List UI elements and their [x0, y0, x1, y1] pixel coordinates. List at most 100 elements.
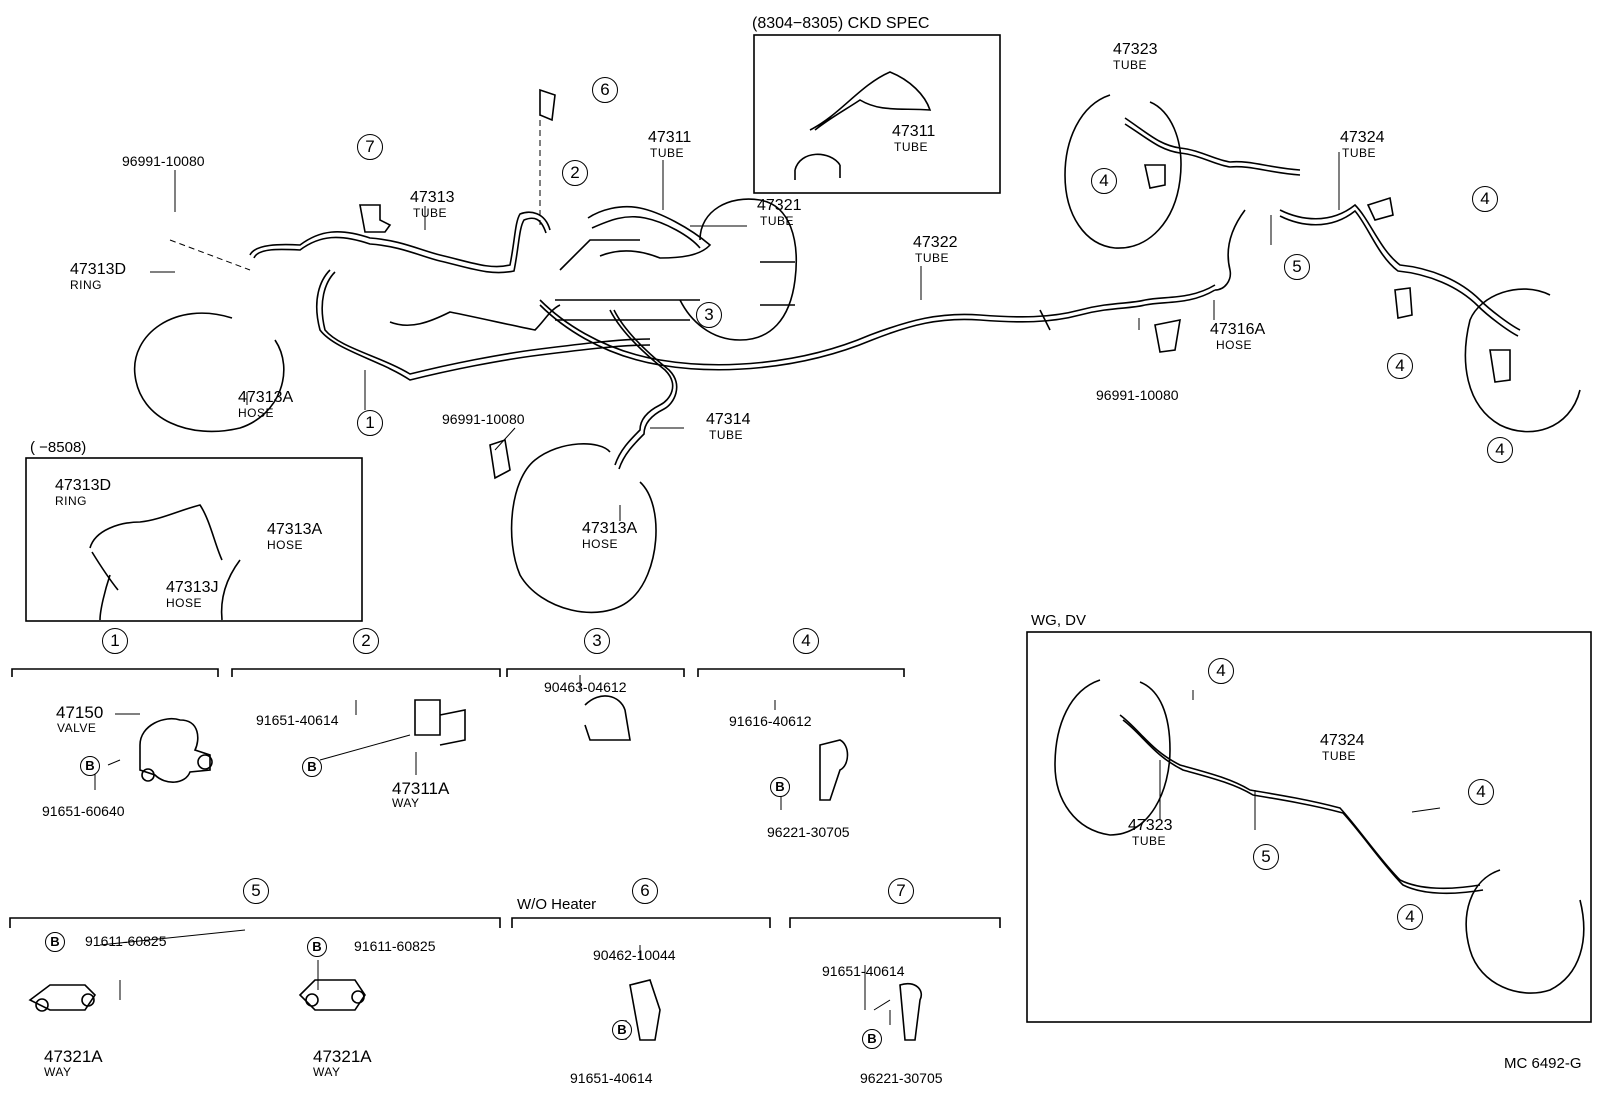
section-7-bracket [789, 917, 1001, 928]
section-5-ref: 5 [243, 878, 269, 904]
wg-dv-label: WG, DV [1031, 612, 1086, 629]
ref-7-top: 7 [357, 134, 383, 160]
section-4-ref: 4 [793, 628, 819, 654]
label-47311-ckd: 47311 [892, 123, 936, 140]
label-96991-center: 96991-10080 [442, 411, 525, 427]
label-91651-40614-s6: 91651-40614 [570, 1070, 653, 1086]
label-91651-60640: 91651-60640 [42, 803, 125, 819]
label-47313A-box: 47313A [267, 521, 323, 538]
ref-2-top: 2 [562, 160, 588, 186]
section-1-bracket [11, 668, 219, 677]
label-90463-04612: 90463-04612 [544, 679, 627, 695]
section-6-ref: 6 [632, 878, 658, 904]
label-47324-top: 47324 [1340, 129, 1385, 146]
center-drum [510, 443, 657, 614]
section-2-ref: 2 [353, 628, 379, 654]
bolt-b-6: B [612, 1020, 632, 1040]
label-47313A-left: 47313A [238, 389, 294, 406]
label-47150: 47150 [56, 703, 104, 722]
diagram-code: MC 6492-G [1504, 1055, 1582, 1072]
booster [679, 198, 798, 341]
label-47323-wgdv: 47323 [1128, 817, 1173, 834]
label-47321-tube: TUBE [760, 214, 795, 228]
label-47311-tube: TUBE [650, 146, 685, 160]
label-47316A-hose: HOSE [1216, 338, 1253, 352]
label-91651-40614-s2: 91651-40614 [256, 712, 339, 728]
label-47313D-box: 47313D [55, 477, 112, 494]
label-47313D: 47313D [70, 261, 127, 278]
label-96221-30705-s7: 96221-30705 [860, 1070, 943, 1086]
ref-3-top: 3 [696, 302, 722, 328]
label-91616-40612: 91616-40612 [729, 713, 812, 729]
section-3-bracket [506, 668, 685, 677]
bolt-b-1: B [80, 756, 100, 776]
label-47321A-a: 47321A [44, 1047, 103, 1066]
tube-47323 [1124, 117, 1301, 171]
ref-4-bottom: 4 [1487, 437, 1513, 463]
ref-1-top: 1 [357, 410, 383, 436]
early-model-frame [25, 457, 363, 622]
tube-47324 [1279, 203, 1521, 331]
label-47313D-ring: RING [70, 278, 102, 292]
valve-to-cyl [389, 304, 561, 331]
hose-47316A [1214, 209, 1246, 291]
tube-47313 [249, 211, 551, 268]
label-47314: 47314 [706, 411, 751, 428]
left-loop-tube [316, 269, 651, 381]
clamp-96221 [819, 739, 849, 801]
label-47323-wgdv-tube: TUBE [1132, 834, 1167, 848]
ref-4-wgdv-bottom: 4 [1397, 904, 1423, 930]
tube-47314 [609, 309, 674, 466]
label-91611-60825-b: 91611-60825 [354, 938, 436, 954]
label-47321A-a-way: WAY [44, 1065, 72, 1079]
ckd-spec-label: (8304−8305) CKD SPEC [752, 15, 930, 32]
ref-4-left-drum: 4 [1091, 168, 1117, 194]
label-91611-60825-a: 91611-60825 [85, 933, 167, 949]
tube-47322 [539, 284, 1216, 366]
bolt-b-5b: B [307, 937, 327, 957]
ckd-spec-frame [753, 34, 1001, 194]
label-47150-valve: VALVE [57, 721, 97, 735]
ref-4-wgdv-right: 4 [1468, 779, 1494, 805]
section-7-ref: 7 [888, 878, 914, 904]
way-47311A [414, 699, 466, 746]
section-6-bracket [511, 917, 771, 928]
bolt-b-4: B [770, 777, 790, 797]
bolt-b-5a: B [45, 932, 65, 952]
label-47314-tube: TUBE [709, 428, 744, 442]
label-47313: 47313 [410, 189, 455, 206]
section-3-ref: 3 [584, 628, 610, 654]
clip-90463 [584, 695, 631, 741]
wg-dv-frame [1026, 631, 1592, 1023]
label-47322-tube: TUBE [915, 251, 950, 265]
way-47321A-left [28, 984, 97, 1011]
label-96991-right: 96991-10080 [1096, 387, 1179, 403]
ref-6-top: 6 [592, 77, 618, 103]
label-47311-ckd-tube: TUBE [894, 140, 929, 154]
label-47321A-b: 47321A [313, 1047, 372, 1066]
label-47322: 47322 [913, 234, 958, 251]
valve-47150 [139, 718, 211, 783]
bracket-90462 [629, 979, 661, 1041]
label-47324-wgdv: 47324 [1320, 732, 1365, 749]
label-47323-top-tube: TUBE [1113, 58, 1148, 72]
label-90462-10044: 90462-10044 [593, 947, 676, 963]
bolt-b-7: B [862, 1029, 882, 1049]
label-47313J: 47313J [166, 579, 219, 596]
bolt-b-2: B [302, 757, 322, 777]
ref-5-top: 5 [1284, 254, 1310, 280]
right-rear-drum [1464, 288, 1581, 433]
label-47311A-way: WAY [392, 796, 420, 810]
ref-5-wgdv: 5 [1253, 844, 1279, 870]
wo-heater-label: W/O Heater [517, 896, 597, 913]
label-47324-top-tube: TUBE [1342, 146, 1377, 160]
label-47324-wgdv-tube: TUBE [1322, 749, 1357, 763]
section-4-bracket [697, 668, 905, 677]
label-96221-30705-s4: 96221-30705 [767, 824, 850, 840]
section-2-bracket [231, 668, 501, 677]
ref-4-right-clip: 4 [1472, 186, 1498, 212]
clamp-7 [899, 982, 922, 1041]
ref-4-mid: 4 [1387, 353, 1413, 379]
label-47321: 47321 [757, 197, 802, 214]
